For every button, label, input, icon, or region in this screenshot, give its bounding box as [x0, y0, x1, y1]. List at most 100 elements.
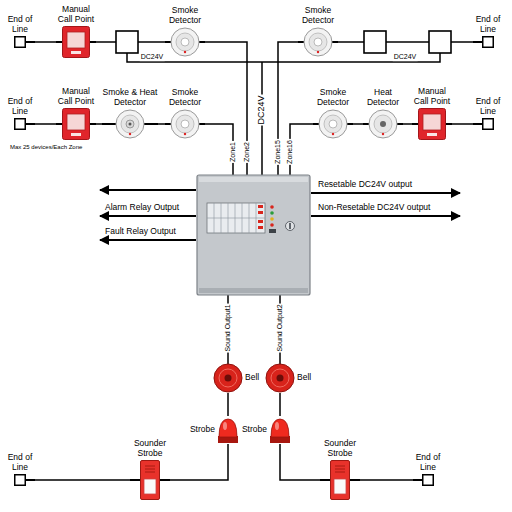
device-label: Manual Call Point	[56, 87, 96, 106]
end-of-line-icon	[15, 37, 26, 48]
alarm-bell-icon	[266, 364, 294, 392]
smoke-detector: Smoke Detector	[165, 6, 205, 57]
heat-detector-icon	[380, 121, 386, 127]
wire-label: Alarm Relay Output	[105, 203, 179, 212]
control-panel	[258, 220, 263, 223]
manual-call-point: Manual Call Point	[412, 87, 452, 140]
end-of-line: End of Line	[5, 453, 35, 486]
device-label: Sounder Strobe	[130, 439, 170, 458]
smoke-detector-icon	[314, 38, 322, 46]
sounder-strobe-icon	[335, 466, 345, 472]
wire-label: Max 25 devices/Each Zone	[10, 144, 82, 151]
alarm-bell-icon	[265, 363, 295, 393]
sounder-strobe-icon	[331, 461, 350, 500]
strobe-light-icon	[219, 419, 237, 437]
end-of-line-icon	[483, 119, 494, 130]
heat-detector-icon	[382, 133, 384, 135]
device-label: Bell	[245, 373, 259, 382]
manual-call-point-icon	[63, 27, 90, 58]
wire-label: Zone1	[229, 141, 237, 163]
device-label: Smoke Detector	[165, 88, 205, 107]
device-label: Strobe	[190, 425, 215, 434]
manual-call-point-icon	[71, 51, 81, 54]
sounder-strobe-icon	[144, 479, 156, 494]
strobe-light: Strobe	[190, 416, 239, 444]
smoke-detector: Smoke Detector	[165, 88, 205, 139]
manual-call-point-icon	[427, 133, 437, 136]
sounder-strobe-icon	[145, 466, 155, 472]
manual-call-point: Manual Call Point	[56, 87, 96, 140]
control-panel	[199, 177, 308, 182]
end-of-line-icon	[15, 119, 26, 130]
relay-arrow	[100, 239, 196, 241]
smoke-heat-detector-icon	[129, 133, 131, 135]
wire-connector	[35, 479, 130, 481]
device-label: End of Line	[413, 453, 443, 472]
relay-arrow	[311, 192, 460, 194]
device-label: Strobe	[242, 425, 267, 434]
alarm-bell-icon	[277, 375, 284, 382]
smoke-heat-detector-icon	[129, 123, 132, 126]
manual-call-point-icon	[63, 109, 90, 140]
device-label: Smoke Detector	[298, 6, 338, 25]
device-label: Manual Call Point	[56, 5, 96, 24]
control-panel	[286, 222, 295, 231]
strobe-light-icon	[269, 416, 291, 444]
alarm-bell-icon	[225, 375, 232, 382]
device-label: Heat Detector	[363, 88, 403, 107]
smoke-detector-icon	[324, 115, 342, 133]
end-of-line-icon	[14, 118, 26, 130]
strobe-light-icon	[223, 422, 227, 430]
control-panel	[207, 203, 265, 233]
manual-call-point-icon	[419, 109, 446, 140]
alarm-bell-icon	[219, 369, 237, 387]
wire-label: Zone15	[274, 139, 282, 165]
wire-connector	[353, 123, 363, 125]
end-of-line: End of Line	[473, 97, 503, 130]
control-panel	[258, 226, 263, 229]
wire-label: Zone16	[286, 139, 294, 165]
strobe-light-icon	[275, 422, 279, 430]
heat-detector-icon	[368, 109, 398, 139]
smoke-detector-icon	[317, 51, 319, 53]
zone-wire	[127, 53, 440, 62]
smoke-heat-detector-icon	[115, 109, 145, 139]
end-of-line-icon	[482, 36, 494, 48]
heat-detector-icon	[374, 115, 392, 133]
interface-module	[116, 31, 451, 53]
wire-connector	[403, 123, 412, 125]
heat-detector-icon	[369, 110, 397, 138]
manual-call-point-icon	[62, 108, 90, 140]
end-of-line: End of Line	[5, 97, 35, 130]
wire-connector	[279, 393, 281, 416]
smoke-heat-detector-icon	[126, 120, 134, 128]
control-panel	[197, 175, 310, 295]
end-of-line-icon	[422, 474, 434, 486]
control-panel	[270, 211, 274, 215]
sounder-strobe-icon	[140, 460, 160, 500]
alarm-bell-icon	[213, 363, 243, 393]
smoke-heat-detector-icon	[116, 110, 144, 138]
control-panel	[207, 203, 265, 233]
smoke-detector-icon	[170, 109, 200, 139]
manual-call-point-icon	[418, 108, 446, 140]
manual-call-point-icon	[67, 114, 85, 130]
device-label: End of Line	[473, 15, 503, 34]
control-panel	[270, 217, 274, 221]
control-panel	[269, 229, 276, 233]
device-label: Sounder Strobe	[320, 439, 360, 458]
control-panel	[270, 223, 274, 227]
control-panel	[199, 288, 308, 293]
smoke-detector-icon	[319, 110, 347, 138]
wire-label: Non-Resetable DC24V output	[318, 203, 430, 212]
smoke-heat-detector-icon	[121, 115, 139, 133]
smoke-detector-icon	[171, 28, 199, 56]
wire-connector	[170, 444, 228, 480]
manual-call-point-icon	[423, 114, 441, 130]
wire-label: Sound Output2	[276, 303, 284, 352]
alarm-bell: Bell	[213, 363, 259, 393]
wire-connector	[158, 123, 165, 125]
device-label: End of Line	[5, 15, 35, 34]
